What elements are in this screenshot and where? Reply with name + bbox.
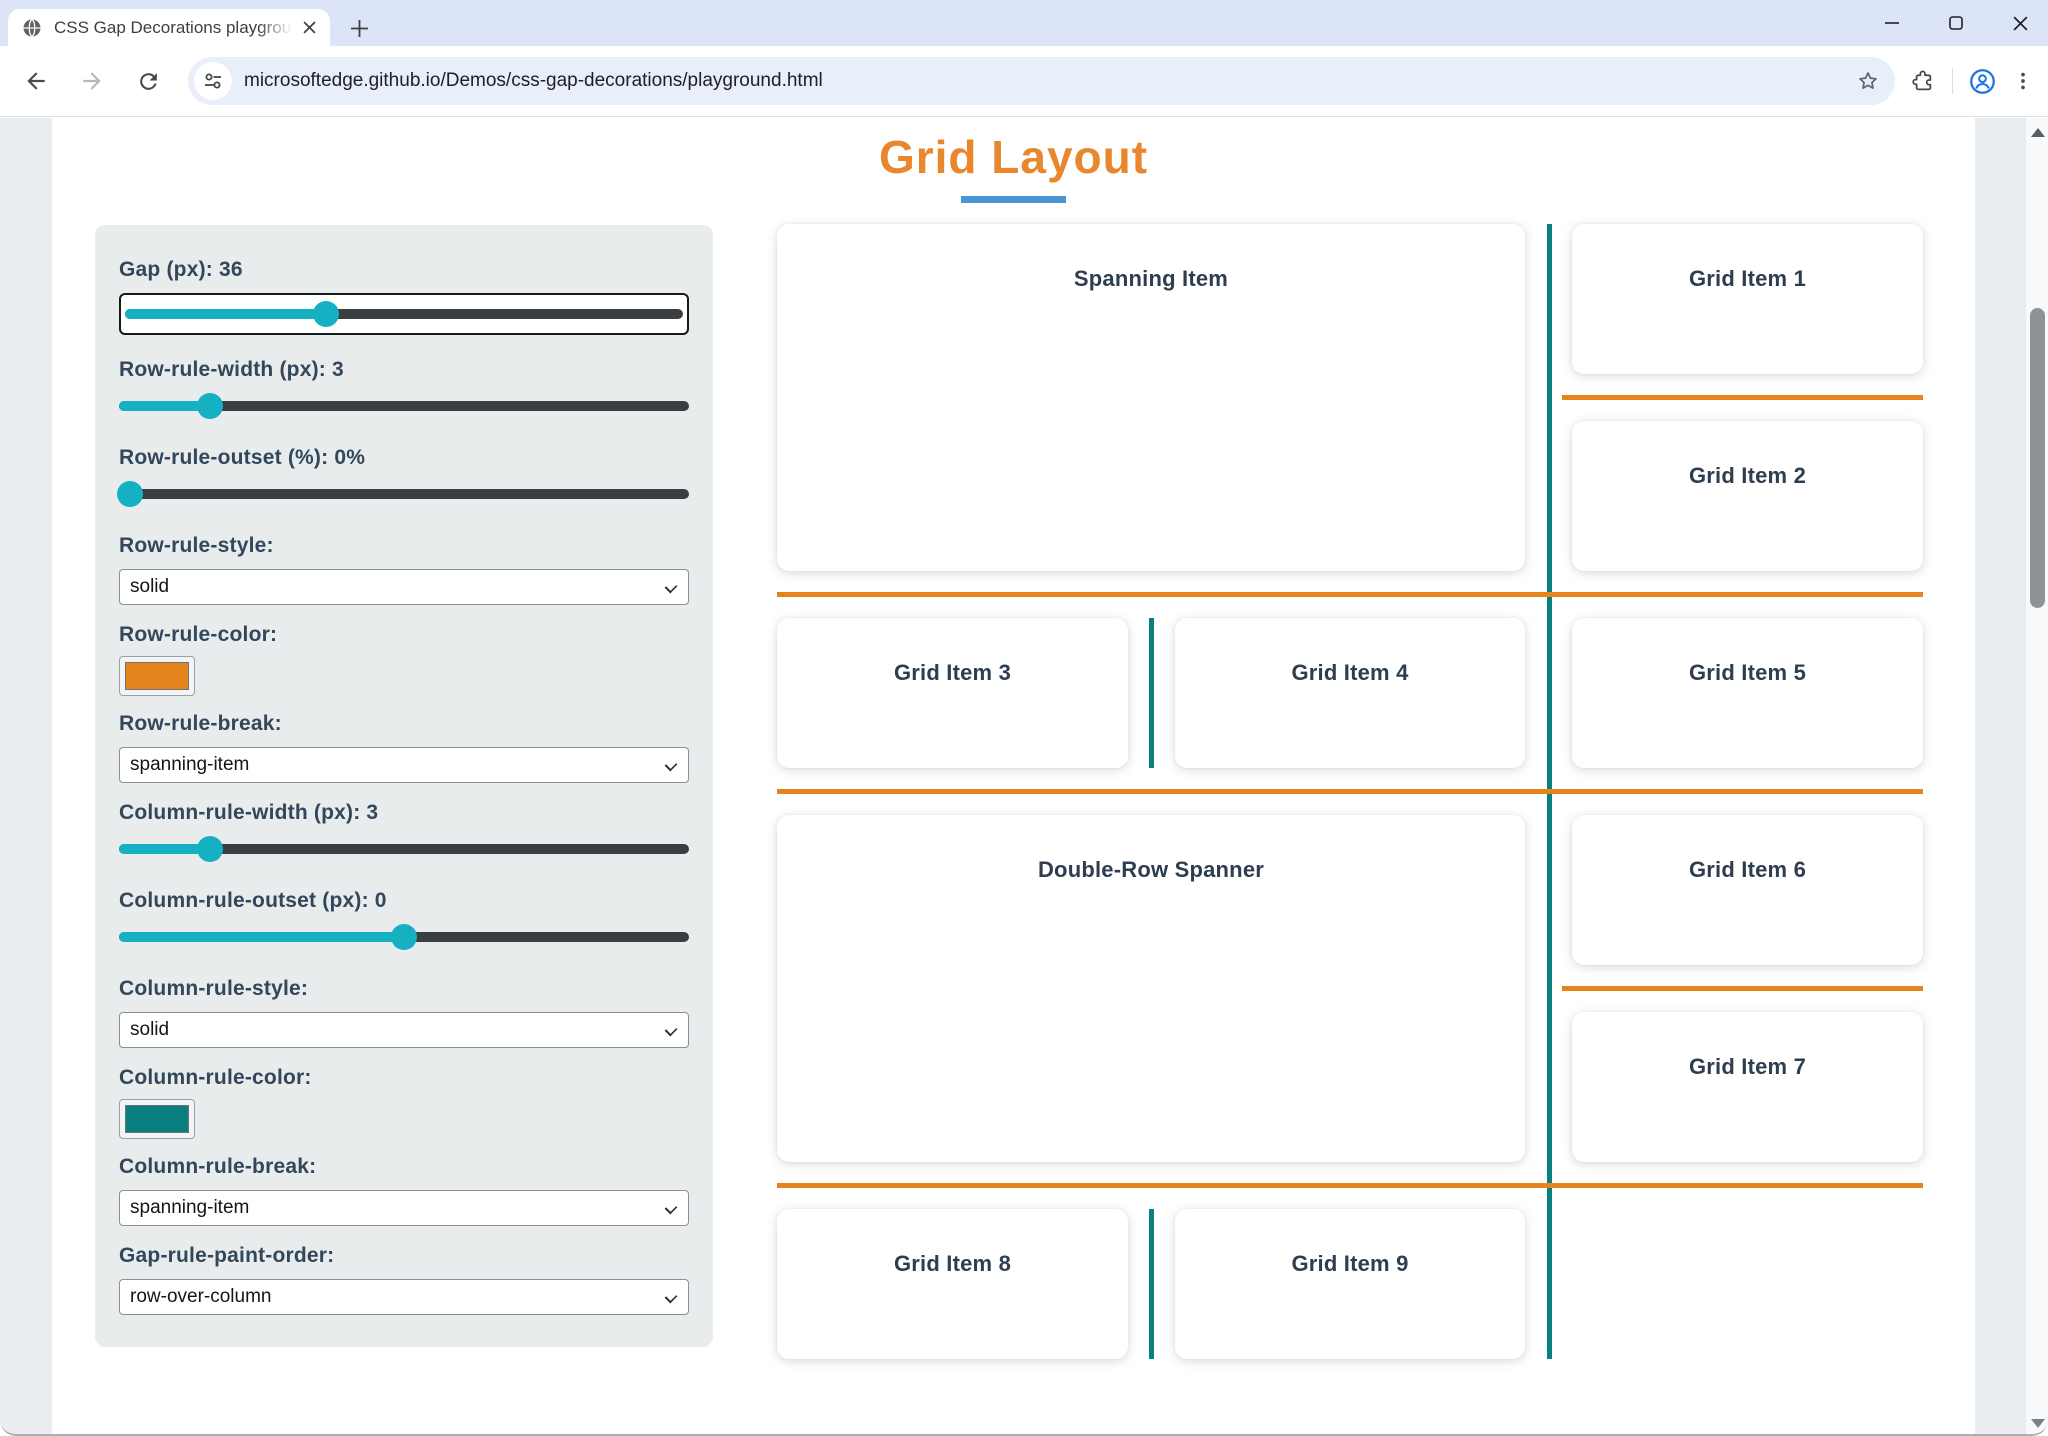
- row-rule-width-group: Row-rule-width (px): 3: [119, 357, 689, 419]
- chevron-down-icon: [664, 580, 678, 594]
- row-rule-style-label: Row-rule-style:: [119, 534, 274, 557]
- row-rule: [777, 592, 1923, 597]
- forward-icon: [70, 59, 114, 103]
- column-rule-width-slider-thumb[interactable]: [197, 836, 224, 862]
- column-rule: [1149, 1209, 1154, 1359]
- grid-card-double-row-spanner: Double-Row Spanner: [777, 815, 1525, 1162]
- column-rule-break-label: Column-rule-break:: [119, 1155, 317, 1178]
- row-rule-outset-label: Row-rule-outset (%): 0%: [119, 446, 366, 469]
- column-rule-outset-slider-thumb[interactable]: [391, 924, 417, 950]
- chevron-down-icon: [664, 1290, 678, 1304]
- column-rule-outset-slider[interactable]: [119, 924, 689, 950]
- grid-card-9: Grid Item 9: [1175, 1209, 1525, 1359]
- column-rule-color-picker[interactable]: [119, 1099, 195, 1139]
- row-rule-style-group: Row-rule-style: solid: [119, 533, 689, 605]
- row-rule: [777, 789, 1923, 794]
- column-rule-style-group: Column-rule-style: solid: [119, 976, 689, 1048]
- grid-card-3: Grid Item 3: [777, 618, 1128, 768]
- address-bar[interactable]: microsoftedge.github.io/Demos/css-gap-de…: [188, 57, 1895, 105]
- window-controls: [1874, 0, 2038, 46]
- column-rule-outset-group: Column-rule-outset (px): 0: [119, 888, 689, 950]
- globe-icon: [22, 18, 42, 38]
- row-rule-outset-group: Row-rule-outset (%): 0%: [117, 445, 689, 507]
- gap-slider-group: Gap (px): 36: [119, 257, 689, 335]
- tab-strip: CSS Gap Decorations playgroun: [0, 0, 2048, 46]
- column-rule-outset-label: Column-rule-outset (px): 0: [119, 889, 387, 912]
- grid-card-1: Grid Item 1: [1572, 224, 1923, 374]
- gap-slider-focus-ring: [119, 293, 689, 335]
- tab-close-icon[interactable]: [298, 17, 320, 39]
- column-rule: [1149, 618, 1154, 768]
- page-title: Grid Layout: [878, 131, 1149, 183]
- bookmark-star-icon[interactable]: [1849, 62, 1887, 100]
- gap-rule-paint-order-label: Gap-rule-paint-order:: [119, 1244, 335, 1267]
- column-rule-color-group: Column-rule-color:: [119, 1065, 689, 1139]
- row-rule-width-slider[interactable]: [119, 393, 689, 419]
- gap-slider-thumb[interactable]: [312, 301, 339, 327]
- minimize-icon[interactable]: [1874, 5, 1910, 41]
- row-rule-break-group: Row-rule-break: spanning-item: [119, 711, 689, 783]
- maximize-icon[interactable]: [1938, 5, 1974, 41]
- tab-title: CSS Gap Decorations playgroun: [54, 17, 292, 38]
- row-rule: [1562, 395, 1923, 400]
- row-rule-width-slider-thumb[interactable]: [197, 393, 224, 419]
- browser-toolbar: microsoftedge.github.io/Demos/css-gap-de…: [0, 46, 2048, 117]
- menu-icon[interactable]: [2012, 70, 2034, 92]
- scroll-up-icon[interactable]: [2031, 128, 2045, 137]
- chevron-down-icon: [664, 1023, 678, 1037]
- row-rule: [1562, 986, 1923, 991]
- row-rule-color-group: Row-rule-color:: [119, 622, 689, 696]
- window-close-icon[interactable]: [2002, 5, 2038, 41]
- row-rule-break-select[interactable]: spanning-item: [119, 747, 689, 783]
- browser-tab[interactable]: CSS Gap Decorations playgroun: [8, 9, 330, 46]
- back-icon[interactable]: [14, 59, 58, 103]
- vertical-scrollbar[interactable]: [2025, 118, 2048, 1434]
- row-rule-outset-slider-thumb[interactable]: [117, 481, 143, 507]
- grid-card-6: Grid Item 6: [1572, 815, 1923, 965]
- gap-slider[interactable]: [125, 301, 683, 327]
- gap-label: Gap (px): 36: [119, 258, 243, 281]
- row-rule-break-label: Row-rule-break:: [119, 712, 282, 735]
- url-text[interactable]: microsoftedge.github.io/Demos/css-gap-de…: [244, 70, 823, 91]
- scroll-down-icon[interactable]: [2031, 1419, 2045, 1428]
- grid-card-7: Grid Item 7: [1572, 1012, 1923, 1162]
- column-rule-width-group: Column-rule-width (px): 3: [119, 800, 689, 862]
- controls-panel: Gap (px): 36 Row-rule-width (px): 3: [95, 225, 713, 1347]
- row-rule-width-label: Row-rule-width (px): 3: [119, 358, 344, 381]
- grid-card-5: Grid Item 5: [1572, 618, 1923, 768]
- grid-card-spanning-item: Spanning Item: [777, 224, 1525, 571]
- page-content: Grid Layout Gap (px): 36 Row-rule-wi: [52, 118, 1975, 1434]
- reload-icon[interactable]: [126, 59, 170, 103]
- scrollbar-thumb[interactable]: [2030, 308, 2045, 608]
- chevron-down-icon: [664, 1201, 678, 1215]
- column-rule-color-label: Column-rule-color:: [119, 1066, 312, 1089]
- heading-underline: [961, 196, 1066, 203]
- row-rule-color-label: Row-rule-color:: [119, 623, 278, 646]
- page-viewport: Grid Layout Gap (px): 36 Row-rule-wi: [0, 118, 2048, 1434]
- grid-card-2: Grid Item 2: [1572, 421, 1923, 571]
- column-rule-style-select[interactable]: solid: [119, 1012, 689, 1048]
- row-rule: [777, 1183, 1923, 1188]
- grid-card-8: Grid Item 8: [777, 1209, 1128, 1359]
- grid-card-4: Grid Item 4: [1175, 618, 1525, 768]
- column-rule-width-slider[interactable]: [119, 836, 689, 862]
- site-info-icon[interactable]: [194, 62, 232, 100]
- column-rule-break-select[interactable]: spanning-item: [119, 1190, 689, 1226]
- gap-rule-paint-order-select[interactable]: row-over-column: [119, 1279, 689, 1315]
- toolbar-separator: [1952, 68, 1953, 94]
- extensions-icon[interactable]: [1911, 69, 1936, 94]
- chevron-down-icon: [664, 758, 678, 772]
- new-tab-button[interactable]: [344, 13, 374, 43]
- row-rule-outset-slider[interactable]: [117, 481, 689, 507]
- gap-rule-paint-order-group: Gap-rule-paint-order: row-over-column: [119, 1243, 689, 1315]
- column-rule-style-label: Column-rule-style:: [119, 977, 309, 1000]
- column-rule-width-label: Column-rule-width (px): 3: [119, 801, 379, 824]
- row-rule-color-picker[interactable]: [119, 656, 195, 696]
- row-rule-style-select[interactable]: solid: [119, 569, 689, 605]
- profile-icon[interactable]: [1969, 68, 1996, 95]
- column-rule-break-group: Column-rule-break: spanning-item: [119, 1154, 689, 1226]
